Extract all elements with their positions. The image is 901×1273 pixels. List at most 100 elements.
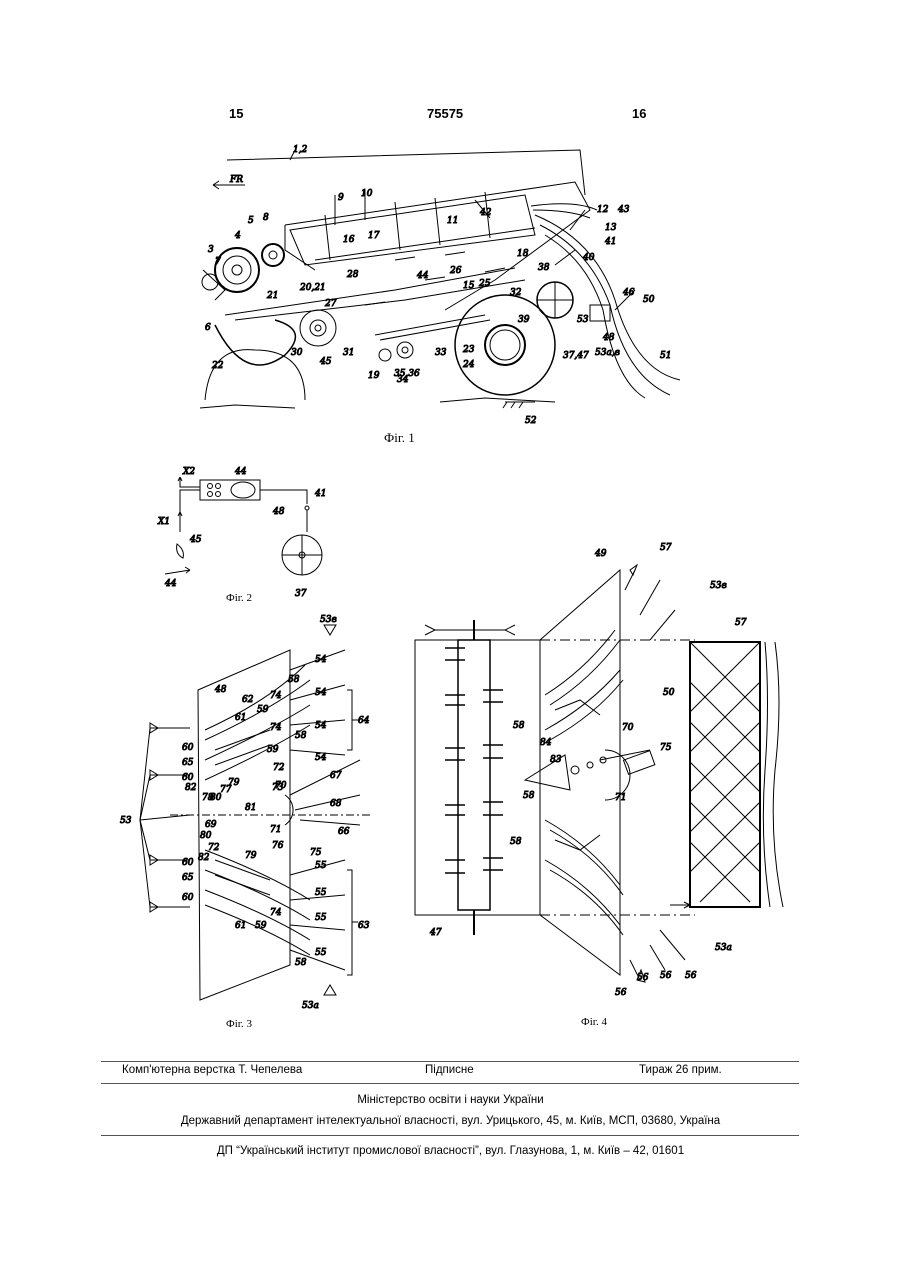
- svg-text:42: 42: [479, 208, 492, 218]
- svg-text:31: 31: [343, 348, 354, 358]
- svg-text:83: 83: [550, 755, 562, 765]
- svg-text:71: 71: [270, 825, 281, 835]
- department-address: Державний департамент інтелектуальної вл…: [0, 1115, 901, 1127]
- svg-text:69: 69: [205, 820, 217, 830]
- svg-text:59: 59: [257, 705, 269, 715]
- svg-text:15: 15: [463, 281, 475, 291]
- svg-text:41: 41: [314, 489, 326, 499]
- svg-text:44: 44: [164, 579, 177, 589]
- svg-text:66: 66: [338, 827, 350, 837]
- svg-text:74: 74: [270, 723, 282, 733]
- svg-text:72: 72: [208, 843, 220, 853]
- svg-text:76: 76: [272, 841, 284, 851]
- svg-text:9: 9: [338, 193, 344, 203]
- svg-text:82: 82: [185, 783, 197, 793]
- svg-text:44: 44: [234, 467, 247, 477]
- svg-text:21: 21: [266, 291, 278, 301]
- svg-text:62: 62: [242, 695, 254, 705]
- svg-text:56: 56: [637, 973, 649, 983]
- svg-text:53a: 53a: [715, 943, 732, 953]
- svg-text:12: 12: [597, 205, 609, 215]
- svg-text:80: 80: [210, 793, 222, 803]
- svg-text:84: 84: [540, 738, 552, 748]
- svg-text:55: 55: [315, 861, 327, 871]
- svg-text:37,47: 37,47: [563, 351, 589, 361]
- svg-text:52: 52: [525, 416, 537, 426]
- svg-text:40: 40: [582, 253, 595, 263]
- svg-text:49: 49: [594, 549, 607, 559]
- svg-text:22: 22: [211, 361, 224, 371]
- svg-text:23: 23: [462, 345, 475, 355]
- page-number-left: 15: [229, 106, 243, 121]
- svg-text:74: 74: [270, 691, 282, 701]
- svg-text:80: 80: [200, 831, 212, 841]
- svg-text:53a: 53a: [302, 1001, 319, 1011]
- svg-text:25: 25: [478, 279, 491, 289]
- svg-text:7: 7: [215, 257, 221, 267]
- svg-text:58: 58: [523, 791, 535, 801]
- svg-text:55: 55: [315, 888, 327, 898]
- svg-text:50: 50: [663, 688, 675, 698]
- svg-text:43: 43: [617, 205, 630, 215]
- figure-3-drawing: 53в4862 745854 545454 646159 745860 6559…: [110, 610, 380, 1020]
- svg-text:60: 60: [182, 858, 194, 868]
- svg-text:65: 65: [182, 758, 194, 768]
- svg-text:74: 74: [270, 908, 282, 918]
- svg-text:59: 59: [267, 745, 279, 755]
- svg-text:61: 61: [235, 921, 246, 931]
- svg-text:34: 34: [397, 375, 409, 385]
- svg-text:54: 54: [315, 753, 327, 763]
- circulation-note: Тираж 26 прим.: [639, 1064, 722, 1076]
- svg-text:61: 61: [235, 713, 246, 723]
- svg-text:1,2: 1,2: [293, 145, 308, 155]
- svg-text:58: 58: [288, 675, 300, 685]
- svg-text:X1: X1: [157, 517, 170, 527]
- svg-text:46: 46: [622, 288, 635, 298]
- svg-text:53: 53: [577, 315, 589, 325]
- svg-text:54: 54: [315, 688, 327, 698]
- svg-text:72: 72: [273, 763, 285, 773]
- typesetter-credit: Комп'ютерна верстка Т. Чепелева: [122, 1064, 302, 1076]
- svg-text:64: 64: [358, 716, 370, 726]
- svg-text:41: 41: [604, 237, 616, 247]
- svg-text:54: 54: [315, 721, 327, 731]
- svg-text:56: 56: [685, 971, 697, 981]
- svg-text:60: 60: [182, 743, 194, 753]
- svg-text:57: 57: [660, 543, 672, 553]
- footer-rule-top: [101, 1061, 799, 1062]
- svg-text:47: 47: [429, 928, 442, 938]
- svg-text:4: 4: [234, 231, 241, 241]
- patent-number: 75575: [427, 106, 463, 121]
- svg-text:67: 67: [330, 771, 342, 781]
- svg-text:18: 18: [517, 249, 529, 259]
- svg-text:48: 48: [602, 333, 615, 343]
- svg-text:19: 19: [368, 371, 380, 381]
- svg-text:60: 60: [182, 893, 194, 903]
- svg-text:58: 58: [513, 721, 525, 731]
- svg-text:6: 6: [205, 323, 211, 333]
- svg-text:30: 30: [291, 348, 303, 358]
- svg-text:81: 81: [245, 803, 256, 813]
- institute-address: ДП “Український інститут промислової вла…: [0, 1145, 901, 1157]
- svg-text:58: 58: [295, 731, 307, 741]
- svg-text:55: 55: [315, 948, 327, 958]
- svg-text:38: 38: [538, 263, 550, 273]
- svg-text:39: 39: [518, 315, 530, 325]
- svg-text:48: 48: [272, 507, 285, 517]
- svg-text:10: 10: [361, 189, 373, 199]
- svg-text:53в: 53в: [710, 581, 727, 591]
- svg-text:37: 37: [295, 589, 307, 599]
- page-number-right: 16: [632, 106, 646, 121]
- svg-text:79: 79: [245, 851, 257, 861]
- svg-text:44: 44: [416, 271, 429, 281]
- svg-text:79: 79: [228, 778, 240, 788]
- ministry-line: Міністерство освіти і науки України: [0, 1094, 901, 1106]
- svg-text:56: 56: [660, 971, 672, 981]
- signed-note: Підписне: [425, 1064, 474, 1076]
- figure-1-drawing: 1,2FR 91011 421243 13414 5816 17183 720,…: [195, 140, 695, 430]
- svg-text:26: 26: [449, 266, 462, 276]
- svg-text:17: 17: [368, 231, 380, 241]
- svg-text:58: 58: [510, 837, 522, 847]
- svg-text:3: 3: [208, 245, 214, 255]
- svg-text:75: 75: [310, 848, 322, 858]
